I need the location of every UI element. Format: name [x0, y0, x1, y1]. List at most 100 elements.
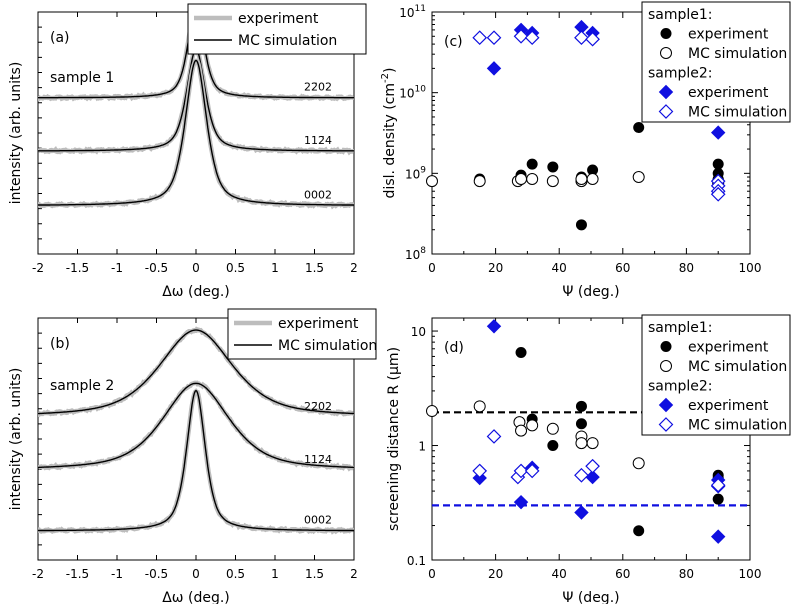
x-tick-label: 60 — [615, 567, 630, 581]
legend-label: MC simulation — [688, 418, 787, 434]
data-point-sample1-circle-filled — [575, 418, 587, 430]
panel-label: (b) — [50, 336, 70, 352]
legend-box — [641, 314, 791, 436]
reflection-index: 1 — [311, 134, 318, 147]
x-tick-label: 20 — [488, 261, 503, 275]
y-axis-label: disl. density (cm-2) — [380, 68, 398, 199]
data-point-sample2-diamond-open — [472, 30, 488, 46]
reflection-label: 112̄4 — [304, 453, 332, 466]
x-tick-label: -1.5 — [66, 567, 89, 581]
x-tick-label: 0.5 — [226, 261, 245, 275]
reflection-index: 0 — [304, 514, 311, 527]
x-axis-label: Δω (deg.) — [162, 590, 230, 604]
data-point-sample1-circle-filled — [547, 440, 559, 452]
data-point-sample1-circle-filled — [712, 493, 724, 505]
data-point-sample1-circle-filled — [526, 158, 538, 170]
data-point-sample1-circle-open — [426, 175, 438, 188]
reflection-index: 0 — [311, 188, 318, 201]
x-tick-label: 1.5 — [305, 567, 324, 581]
data-point-sample2-diamond-open — [710, 186, 726, 202]
data-point-sample2-diamond-open — [585, 458, 600, 474]
x-tick-label: 1 — [271, 567, 279, 581]
legend-marker-circle-filled — [660, 28, 672, 39]
simulation-curve — [38, 59, 354, 206]
data-point-sample2-diamond-filled — [710, 529, 726, 544]
reflection-index: 2 — [325, 514, 332, 527]
reflection-index: 0 — [318, 81, 325, 94]
reflection-index: 1 — [311, 453, 318, 466]
reflection-index: 0 — [304, 188, 311, 201]
data-point-sample2-diamond-open — [524, 30, 540, 46]
reflection-index: 2̄ — [318, 453, 325, 466]
data-point-sample1-circle-filled — [633, 121, 645, 133]
x-tick-label: -1.5 — [66, 261, 89, 275]
tick-base: 10 — [399, 6, 414, 20]
x-tick-label: 2 — [350, 261, 358, 275]
reflection-index: 2 — [325, 81, 332, 94]
data-point-sample2-diamond-open — [524, 463, 540, 479]
legend-group-label: sample1: — [648, 320, 713, 336]
x-tick-label: 0 — [428, 567, 436, 581]
reflection-index: 1 — [304, 134, 311, 147]
sample-label: sample 2 — [50, 378, 114, 394]
reflection-index: 2 — [304, 400, 311, 413]
legend-group-label: sample2: — [648, 379, 713, 395]
x-tick-label: 0 — [428, 261, 436, 275]
x-tick-label: -2 — [32, 567, 44, 581]
y-tick-label: 0.1 — [407, 554, 426, 568]
x-tick-label: 100 — [739, 567, 762, 581]
data-point-sample1-circle-open — [575, 173, 588, 186]
legend-marker-diamond-filled — [658, 84, 674, 100]
data-point-sample2-diamond-open — [472, 463, 488, 479]
tick-base: 10 — [399, 87, 414, 101]
curves — [38, 326, 354, 535]
tick-exponent: 9 — [420, 165, 426, 175]
reflection-label: 112̄4 — [304, 134, 332, 147]
x-axis-label: Ψ (deg.) — [562, 590, 619, 604]
x-tick-label: 1.5 — [305, 261, 324, 275]
x-tick-label: 40 — [552, 261, 567, 275]
data-point-sample2-diamond-filled — [513, 494, 529, 510]
reflection-label: 22̄02 — [304, 400, 332, 413]
data-point-sample1-circle-filled — [712, 158, 724, 170]
x-tick-label: 40 — [552, 567, 567, 581]
legend-label: experiment — [688, 340, 769, 356]
legend-label: MC simulation — [688, 359, 787, 375]
legend-group-label: sample1: — [648, 7, 713, 23]
data-point-sample1-circle-filled — [633, 525, 645, 537]
x-tick-label: -1 — [111, 567, 123, 581]
data-point-sample1-circle-open — [546, 422, 559, 435]
reflection-index: 0 — [318, 400, 325, 413]
legend-marker-diamond-open — [658, 417, 674, 432]
y-tick-label: 109 — [405, 165, 426, 181]
x-tick-label: -0.5 — [145, 567, 168, 581]
data-point-sample1-circle-filled — [575, 400, 587, 412]
y-label-sup: -2 — [380, 73, 391, 83]
data-point-sample1-circle-open — [515, 424, 528, 437]
x-tick-label: -2 — [32, 261, 44, 275]
y-label-main: disl. density (cm — [382, 83, 398, 198]
data-point-sample2-diamond-open — [574, 467, 589, 483]
legend-label: MC simulation — [688, 105, 787, 121]
simulation-curve — [38, 12, 354, 99]
x-tick-label: 2 — [350, 567, 358, 581]
legend-marker-diamond-open — [658, 104, 674, 119]
data-point-sample2-diamond-open — [574, 30, 589, 46]
x-tick-label: 20 — [488, 567, 503, 581]
legend-label-simulation: MC simulation — [238, 33, 337, 49]
data-point-sample1-circle-open — [426, 405, 438, 418]
data-point-sample1-circle-open — [526, 419, 539, 432]
reflection-index: 2̄ — [318, 134, 325, 147]
data-point-sample1-circle-open — [526, 173, 539, 186]
panel-label: (d) — [444, 340, 464, 356]
tick-exponent: 10 — [415, 85, 427, 95]
data-point-sample2-diamond-filled — [710, 125, 726, 140]
data-point-sample1-circle-filled — [547, 161, 559, 173]
reflection-index: 0 — [318, 514, 325, 527]
reflection-label: 0002 — [304, 514, 332, 527]
simulation-curve — [38, 382, 354, 469]
curves — [38, 12, 354, 210]
y-axis-label: intensity (arb. units) — [8, 368, 24, 511]
